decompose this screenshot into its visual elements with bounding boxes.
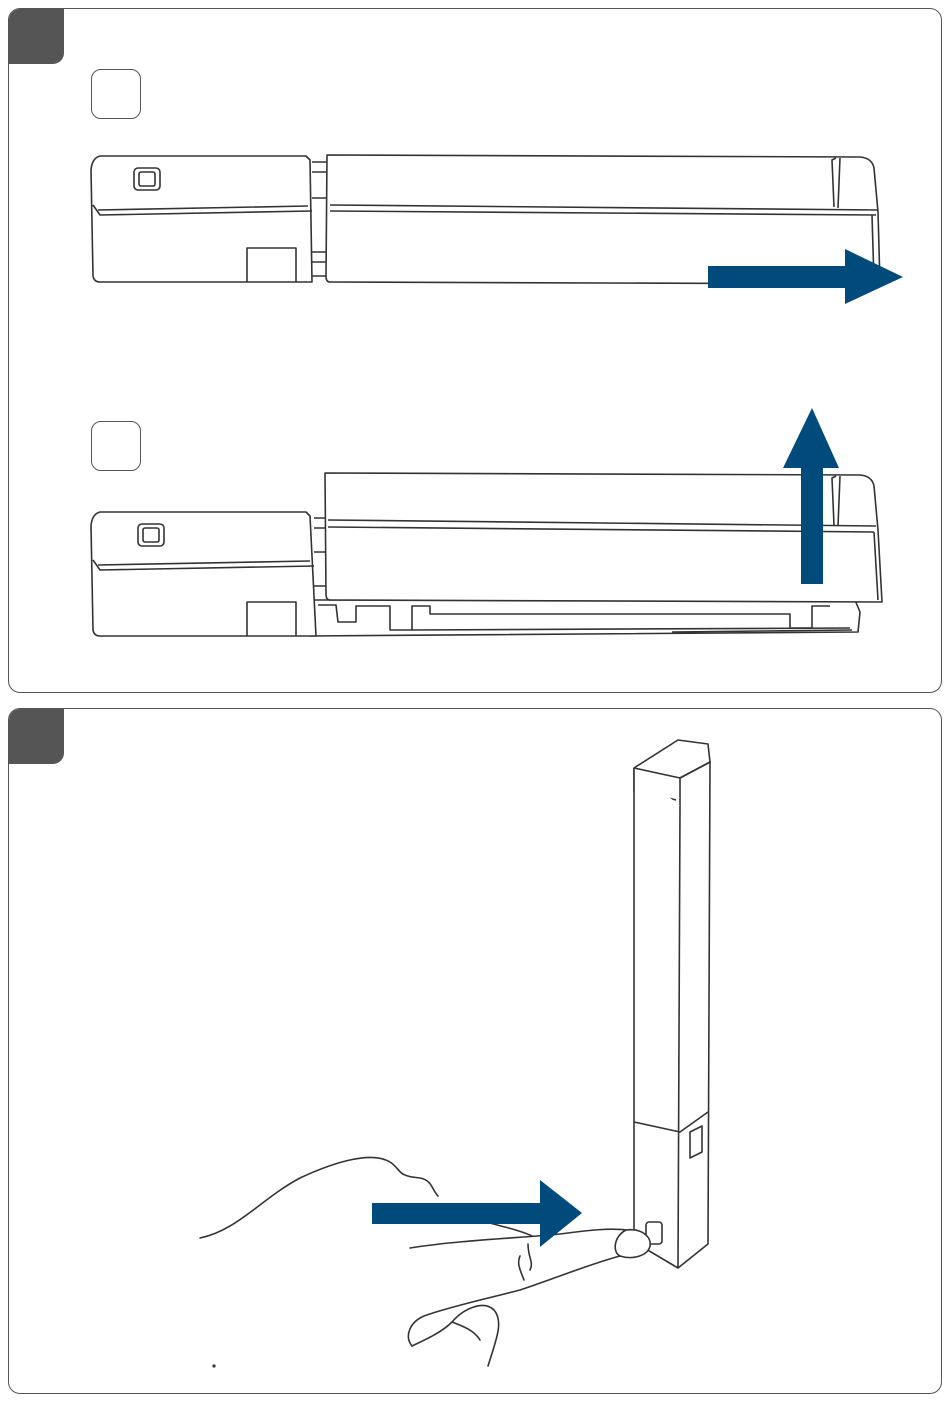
sensor-upright-illustration (634, 740, 710, 1268)
hand-illustration (200, 1157, 650, 1366)
arrow-right-press-icon (372, 1180, 582, 1247)
sensor-closed-illustration (91, 155, 880, 284)
sensor-open-illustration (91, 473, 882, 636)
